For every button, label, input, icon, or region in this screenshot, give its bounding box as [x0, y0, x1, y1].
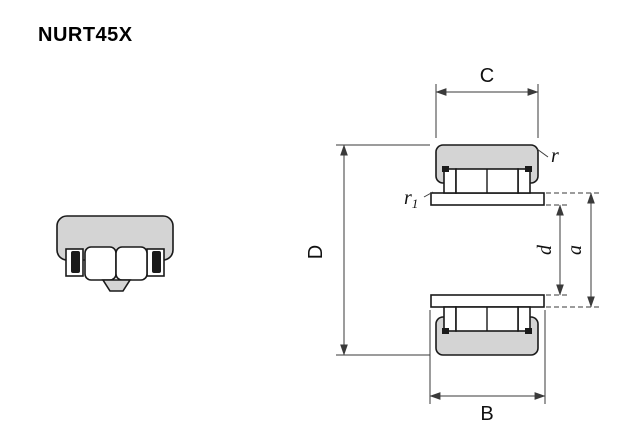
flange-top-right [517, 168, 531, 194]
cross-section-view [430, 144, 545, 356]
r-leader [536, 148, 549, 158]
part-number-title: NURT45X [38, 24, 133, 46]
dim-label-c: C [480, 65, 494, 87]
side-view [56, 215, 174, 292]
dim-label-r: r [551, 145, 559, 167]
seal-top-right [525, 166, 532, 172]
dim-label-a: a [564, 245, 586, 255]
right-seal [152, 251, 161, 273]
dimensions: C B D d a r r1 [305, 65, 600, 425]
dim-label-bore-d: d [534, 244, 556, 255]
r1-leader [423, 191, 434, 198]
seal-bottom-right [525, 328, 532, 334]
flange-bottom-right [517, 306, 531, 332]
dim-label-b: B [480, 403, 493, 425]
dim-label-r1: r1 [404, 187, 418, 211]
flange-bottom-left [443, 306, 457, 332]
seal-top-left [442, 166, 449, 172]
roller-right [115, 246, 148, 281]
flange-top-left [443, 168, 457, 194]
inner-ring-top [430, 192, 545, 206]
inner-ring-rib [101, 279, 132, 292]
dim-label-outer-d: D [305, 245, 327, 259]
inner-ring-bottom [430, 294, 545, 308]
left-seal [71, 251, 80, 273]
seal-bottom-left [442, 328, 449, 334]
roller-left [84, 246, 117, 281]
